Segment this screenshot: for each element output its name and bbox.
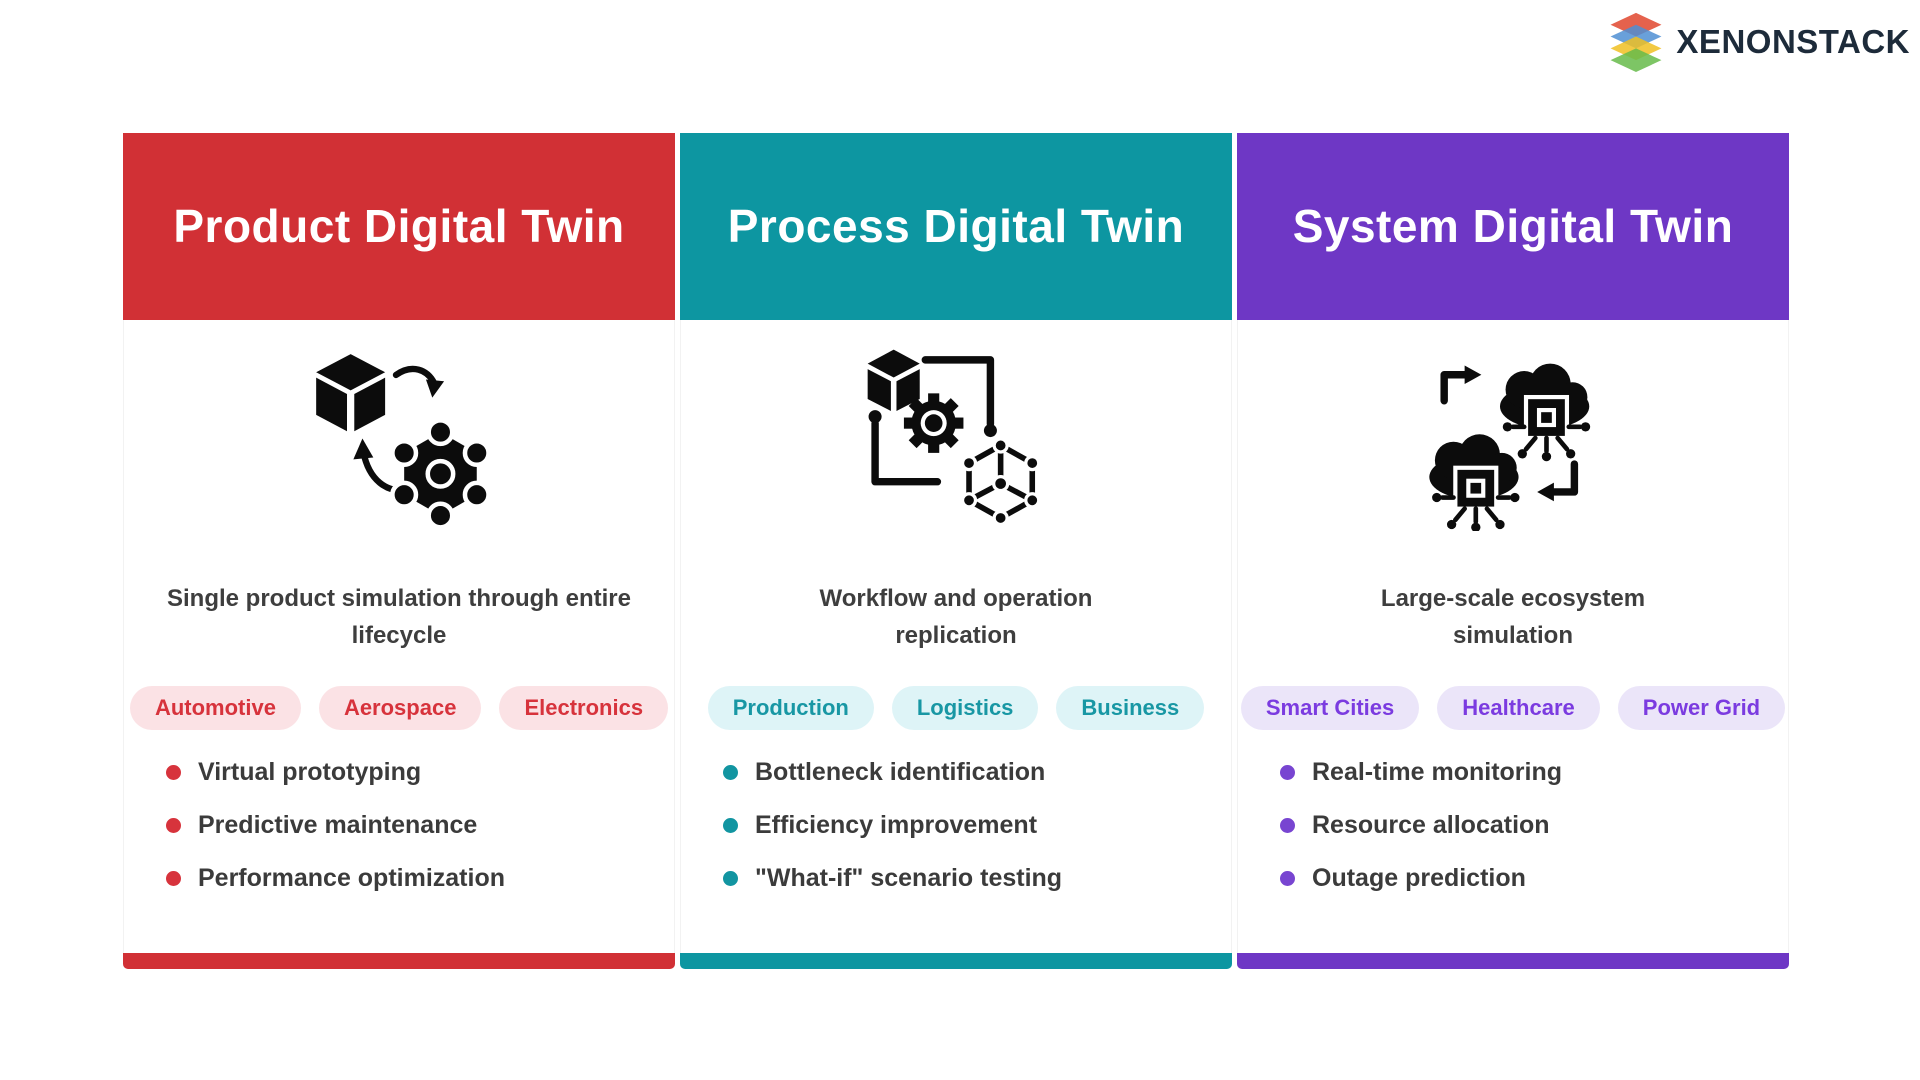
system-twin-icon (1238, 338, 1788, 538)
tag-list: Production Logistics Business (681, 686, 1231, 731)
bullet-item: Performance optimization (166, 864, 674, 893)
card-header: System Digital Twin (1237, 133, 1789, 320)
card-accent-bar (680, 953, 1232, 969)
bullet-list: Real-time monitoring Resource allocation… (1238, 758, 1788, 893)
card-header: Product Digital Twin (123, 133, 675, 320)
tag-logistics: Logistics (891, 686, 1039, 731)
card-system-digital-twin: System Digital Twin (1237, 133, 1789, 969)
card-process-digital-twin: Process Digital Twin (680, 133, 1232, 969)
xenonstack-logo: XENONSTACK (1605, 12, 1910, 72)
card-product-digital-twin: Product Digital Twin (123, 133, 675, 969)
bullet-item: Resource allocation (1280, 811, 1788, 840)
tag-smart-cities: Smart Cities (1240, 686, 1420, 731)
bullet-dot (1280, 765, 1295, 781)
bullet-dot (166, 871, 181, 887)
card-header: Process Digital Twin (680, 133, 1232, 320)
product-twin-icon (124, 338, 674, 538)
bullet-list: Virtual prototyping Predictive maintenan… (124, 758, 674, 893)
card-body: Single product simulation through entire… (123, 320, 675, 953)
bullet-dot (1280, 818, 1295, 834)
xenonstack-logo-icon (1610, 12, 1662, 72)
bullet-item: "What-if" scenario testing (723, 864, 1231, 893)
tag-electronics: Electronics (499, 686, 669, 731)
card-description: Large-scale ecosystem simulation (1380, 585, 1646, 650)
bullet-dot (1280, 871, 1295, 887)
bullet-dot (723, 871, 738, 887)
bullet-dot (166, 818, 181, 834)
bullet-item: Efficiency improvement (723, 811, 1231, 840)
tag-aerospace: Aerospace (318, 686, 482, 731)
tag-production: Production (707, 686, 874, 731)
bullet-dot (723, 765, 738, 781)
tag-healthcare: Healthcare (1437, 686, 1600, 731)
bullet-item: Outage prediction (1280, 864, 1788, 893)
bullet-list: Bottleneck identification Efficiency imp… (681, 758, 1231, 893)
card-title: Product Digital Twin (173, 199, 625, 252)
tag-list: Smart Cities Healthcare Power Grid (1238, 686, 1788, 731)
bullet-dot (723, 818, 738, 834)
card-body: Large-scale ecosystem simulation Smart C… (1237, 320, 1789, 953)
bullet-item: Real-time monitoring (1280, 758, 1788, 787)
tag-list: Automotive Aerospace Electronics (124, 686, 674, 731)
card-title: Process Digital Twin (727, 199, 1185, 252)
process-twin-icon (681, 338, 1231, 538)
digital-twin-comparison: Product Digital Twin (123, 133, 1789, 969)
card-title: System Digital Twin (1292, 199, 1734, 252)
card-body: Workflow and operation replication Produ… (680, 320, 1232, 953)
xenonstack-logo-text: XENONSTACK (1676, 23, 1910, 60)
card-accent-bar (123, 953, 675, 969)
bullet-dot (166, 765, 181, 781)
tag-business: Business (1056, 686, 1205, 731)
card-description: Workflow and operation replication (819, 585, 1093, 650)
card-accent-bar (1237, 953, 1789, 969)
tag-power-grid: Power Grid (1617, 686, 1786, 731)
bullet-item: Virtual prototyping (166, 758, 674, 787)
tag-automotive: Automotive (129, 686, 301, 731)
bullet-item: Bottleneck identification (723, 758, 1231, 787)
card-description: Single product simulation through entire… (166, 585, 631, 650)
bullet-item: Predictive maintenance (166, 811, 674, 840)
